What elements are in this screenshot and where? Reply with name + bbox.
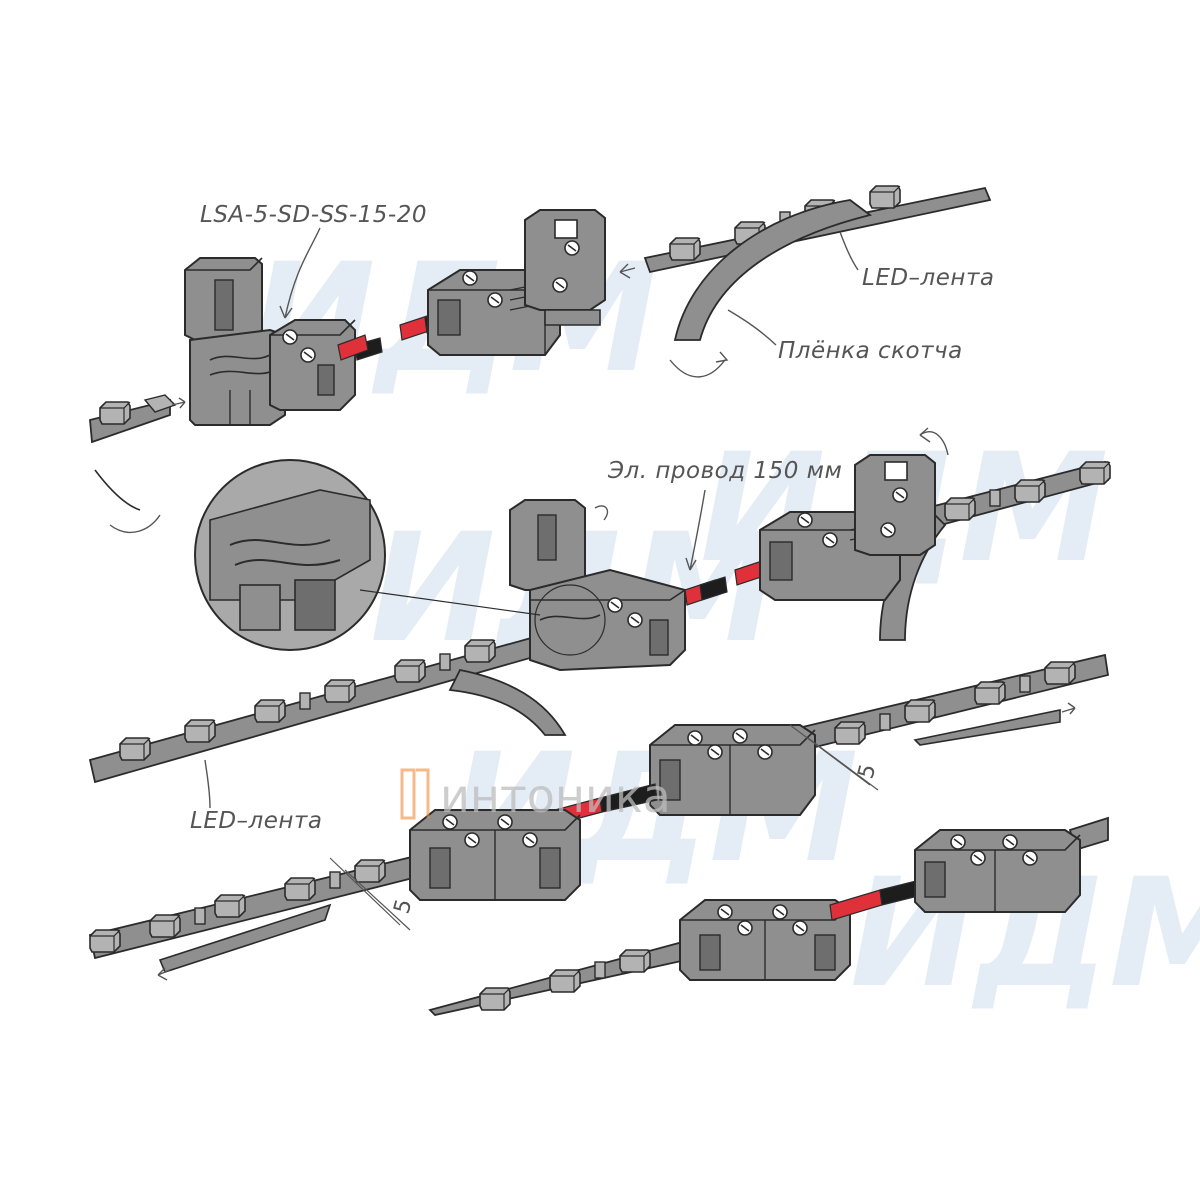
strip-lower-left xyxy=(88,853,427,981)
led-strip-label-top: LED–лента xyxy=(862,265,994,291)
wire-label: Эл. провод 150 мм xyxy=(607,458,842,484)
connector-top-open-left xyxy=(89,257,383,444)
connector-lower-right xyxy=(649,724,816,816)
dim-label-right: 5 xyxy=(854,762,882,782)
connector-bottom-left xyxy=(679,899,851,981)
tape-film-label: Плёнка скотча xyxy=(778,338,963,364)
led-strip-label-left: LED–лента xyxy=(190,808,322,834)
connector-bottom-right xyxy=(914,829,1081,913)
led-strip-top-right xyxy=(619,185,992,378)
brand-watermark-text: интоника xyxy=(440,769,671,823)
connector-lower-left xyxy=(409,809,581,901)
dim-label-left: 5 xyxy=(390,897,418,917)
tape-film-peel xyxy=(673,199,873,341)
brand-watermark: интоника xyxy=(400,768,671,823)
connector-top-open-right xyxy=(399,209,606,356)
detail-magnifier xyxy=(194,459,606,656)
connector-middle-left xyxy=(509,499,728,672)
part-number-label: LSA-5-SD-SS-15-20 xyxy=(200,202,427,228)
connector-middle-right xyxy=(734,454,936,601)
strip-lower-right xyxy=(788,653,1110,754)
